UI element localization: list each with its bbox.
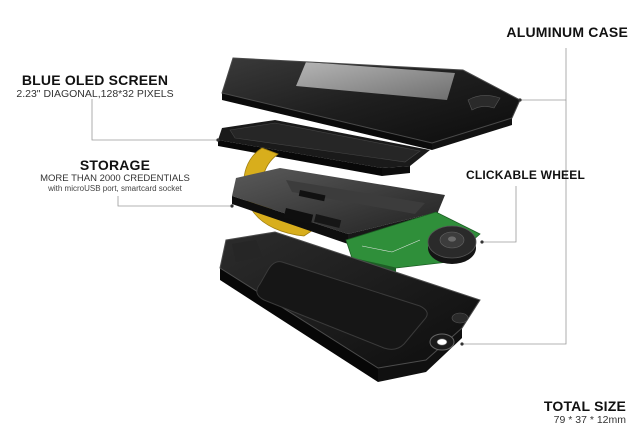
aluminum-case-part: [221, 57, 521, 150]
clickable-wheel-label: CLICKABLE WHEEL: [466, 168, 585, 182]
leader-lines: [91, 48, 567, 345]
oled-screen-part: [218, 120, 430, 176]
leader-blue-oled: [91, 99, 218, 141]
case-window: [296, 62, 455, 100]
storage-label: STORAGE MORE THAN 2000 CREDENTIALS with …: [0, 157, 230, 193]
bottom-case-part: [219, 231, 481, 382]
leader-total-size: [462, 100, 567, 345]
aluminum-case-label: ALUMINUM CASE: [506, 24, 628, 40]
leader-dots: [216, 98, 522, 346]
total-size-subtitle: 79 * 37 * 12mm: [553, 414, 626, 426]
storage-title: STORAGE: [79, 157, 151, 173]
storage-subtitle: MORE THAN 2000 CREDENTIALS: [40, 173, 190, 184]
total-size-title: TOTAL SIZE: [543, 398, 626, 414]
aluminum-case-title: ALUMINUM CASE: [506, 24, 628, 40]
blue-oled-subtitle: 2.23" DIAGONAL,128*32 PIXELS: [16, 88, 174, 100]
leader-aluminum-case: [520, 48, 567, 101]
storage-detail: with microUSB port, smartcard socket: [48, 184, 182, 193]
leader-clickable-wheel: [482, 186, 517, 243]
blue-oled-label: BLUE OLED SCREEN 2.23" DIAGONAL,128*32 P…: [0, 72, 190, 100]
leader-storage: [117, 196, 232, 207]
clickable-wheel-title: CLICKABLE WHEEL: [466, 168, 585, 182]
total-size-label: TOTAL SIZE 79 * 37 * 12mm: [544, 398, 626, 426]
clickable-wheel-part: [427, 225, 477, 264]
blue-oled-title: BLUE OLED SCREEN: [21, 72, 169, 88]
